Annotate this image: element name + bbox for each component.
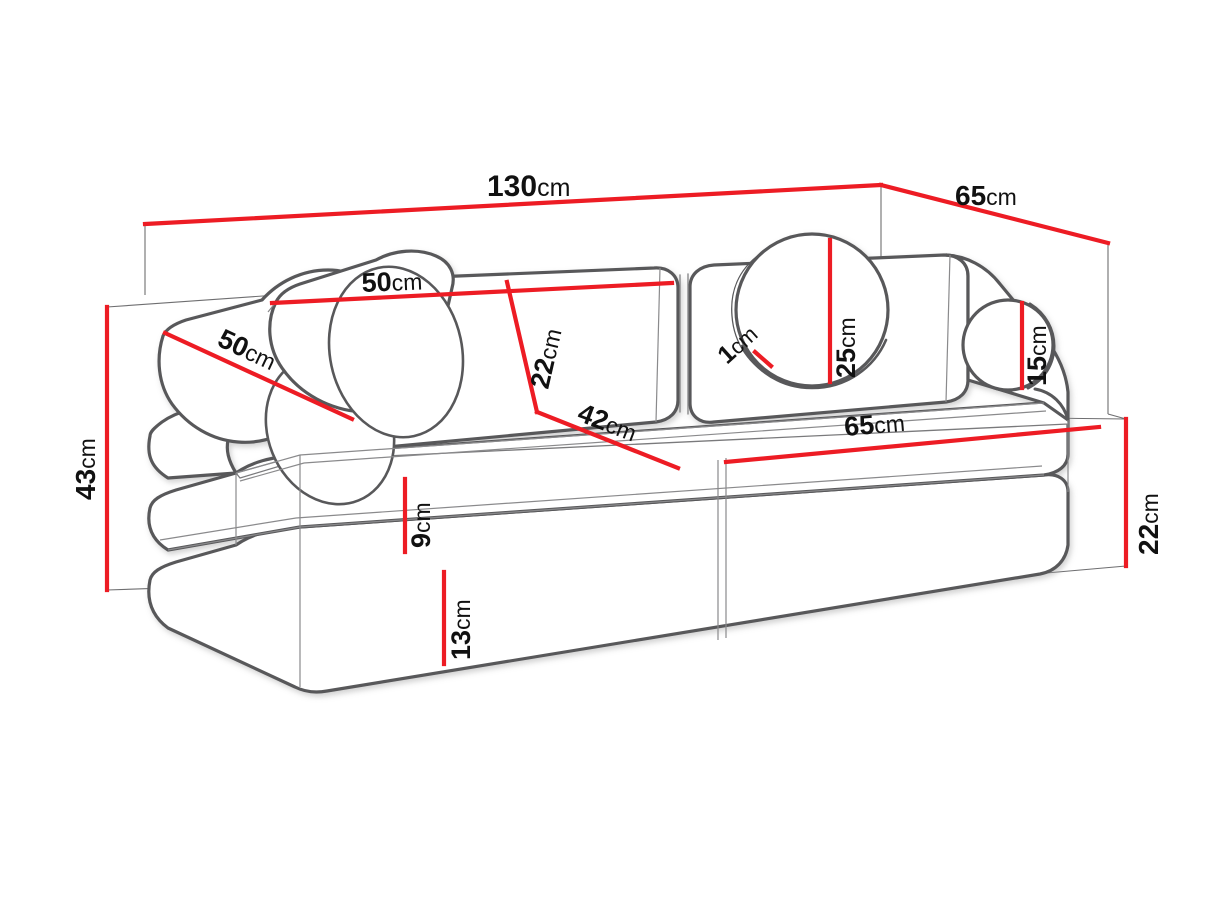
label-round-cushion-diameter: 25cm xyxy=(831,317,861,378)
dimline-backrest-height xyxy=(504,279,540,415)
dimline-bolster-rear xyxy=(269,280,675,306)
sofa-seam-lines xyxy=(159,254,1069,687)
label-bolster-rear: 50cm xyxy=(361,265,423,298)
label-bottom-mattress-thickness: 13cm xyxy=(446,599,476,660)
label-seat-width: 65cm xyxy=(843,407,906,442)
dimline-bolster-left xyxy=(162,330,355,422)
label-overall-depth: 65cm xyxy=(955,180,1017,211)
label-top-mattress-thickness: 9cm xyxy=(406,502,436,548)
dimline-overall-depth xyxy=(878,182,1111,246)
dimline-overall-width xyxy=(142,182,884,227)
dimline-cushion-border xyxy=(752,349,774,369)
label-seat-side-height: 22cm xyxy=(1133,493,1164,555)
label-small-bolster-diameter: 15cm xyxy=(1022,325,1052,386)
dimension-lines xyxy=(104,182,1129,667)
label-backrest-height: 22cm xyxy=(525,325,568,391)
label-overall-width: 130cm xyxy=(487,170,570,203)
dimline-seat-width xyxy=(723,424,1102,465)
sofa-outline-artwork xyxy=(147,232,1070,694)
dimline-seat-depth xyxy=(534,409,681,471)
label-overall-height: 43cm xyxy=(70,438,101,500)
